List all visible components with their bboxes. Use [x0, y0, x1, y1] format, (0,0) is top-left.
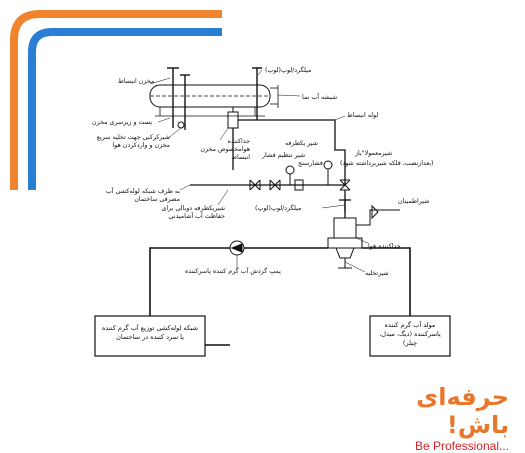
blue-stripe [28, 28, 222, 190]
label-vent-pipe-mid: میلگرد/لوپ(لوپ) [255, 205, 302, 212]
valve-icon [249, 179, 261, 191]
label-safety-valve: شیراطمینان [398, 198, 430, 205]
orange-stripe [10, 10, 222, 190]
label-expansion-pipe: لوله انبساط [347, 112, 379, 119]
label-tank-support: بست و زیرسری مخزن [92, 119, 153, 126]
label-drain-valve-tank: شیرکرکبی جهت تخلیه سریع مخزن و واردکردن … [96, 134, 170, 149]
check-valve-icon [269, 179, 281, 191]
label-normally-open-note: (بعدازنصب، فلکه شیربرداشته شود) [340, 160, 434, 167]
label-expansion-tank: مخزن انبساط [118, 78, 155, 85]
brand-tagline: Be Professional... [414, 439, 509, 453]
normally-open-valve-icon [339, 179, 351, 191]
label-gauge-top: فشارسنج [298, 160, 323, 167]
pump-icon [229, 240, 245, 256]
brand-main-text: حرفه‌ای باش! [416, 383, 510, 439]
label-drain-valve: شیرتخلیه [365, 270, 389, 277]
label-air-separator-tank: جداکننده هوامخصوص مخزن انبساط [200, 138, 250, 161]
air-separator [333, 217, 357, 239]
label-check-valve: شیر یکطرفه [285, 140, 318, 147]
label-normally-open-valve: شیرمعمولا"باز [355, 150, 393, 157]
schematic [94, 67, 451, 357]
heat-source-box [369, 315, 451, 357]
corner-stripes [10, 10, 222, 190]
expansion-pipe [238, 119, 346, 185]
gauge-icon [285, 165, 295, 175]
heat-source-box-text: مولد آب گرم کننده یاسرکننده (دیگ، مبدل، … [379, 321, 441, 347]
brand-logo: حرفه‌ای باش! Be Professional... [389, 383, 510, 453]
label-vent-pipe-top: میلگرد/لوپ(لوپ) [265, 67, 312, 74]
label-double-check-valve: شیریکطرفه دوبالی برای حفاظت آب آشامیدنی [161, 205, 226, 220]
label-to-city-water: به طرف شبکه لوله‌کشی آب مصرفی ساختمان [105, 188, 180, 203]
distribution-box-text: شبکه لوله‌کشی توزیع آب گرم کننده یا سرد … [102, 324, 198, 341]
label-float-valve: شیر تنظیم فشار [262, 152, 306, 159]
label-air-separator: جداکننده هوا [368, 243, 401, 250]
label-pump: پمپ گردش آب گرم کننده پاسرکننده [185, 268, 281, 275]
label-gauge-glass: شیشه آب نما [302, 94, 338, 101]
distribution-box [94, 315, 206, 357]
